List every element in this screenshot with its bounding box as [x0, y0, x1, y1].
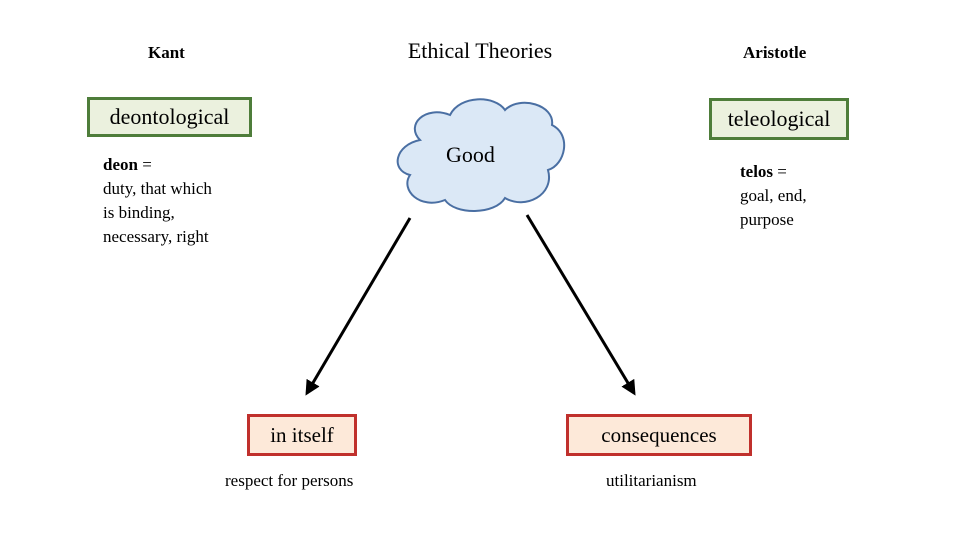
telos-line-3: purpose — [740, 210, 794, 229]
consequences-label: consequences — [601, 422, 717, 447]
aristotle-label: Aristotle — [743, 43, 807, 62]
deon-definition: deon = duty, that which is binding, nece… — [103, 153, 212, 249]
good-label: Good — [446, 142, 495, 167]
teleological-box: teleological — [709, 98, 849, 140]
telos-definition: telos = goal, end, purpose — [740, 160, 807, 232]
deontological-box: deontological — [87, 97, 252, 137]
telos-term: telos — [740, 162, 774, 181]
utilitarianism-label: utilitarianism — [606, 471, 697, 490]
arrow-to-consequences — [525, 214, 636, 396]
deon-line-2: duty, that which — [103, 179, 212, 198]
arrow-to-in-itself — [305, 217, 412, 396]
respect-for-persons-label: respect for persons — [225, 471, 354, 490]
in-itself-box: in itself — [247, 414, 357, 456]
in-itself-label: in itself — [270, 422, 334, 447]
deontological-label: deontological — [109, 104, 230, 129]
telos-line-2: goal, end, — [740, 186, 807, 205]
deon-term: deon — [103, 155, 138, 174]
deon-line-4: necessary, right — [103, 227, 209, 246]
kant-label: Kant — [148, 43, 185, 62]
deon-line-3: is binding, — [103, 203, 175, 222]
diagram-title: Ethical Theories — [407, 38, 553, 63]
teleological-label: teleological — [727, 106, 831, 131]
consequences-box: consequences — [566, 414, 752, 456]
deon-equals: = — [137, 155, 152, 174]
good-cloud — [396, 98, 566, 212]
telos-equals: = — [773, 162, 787, 181]
